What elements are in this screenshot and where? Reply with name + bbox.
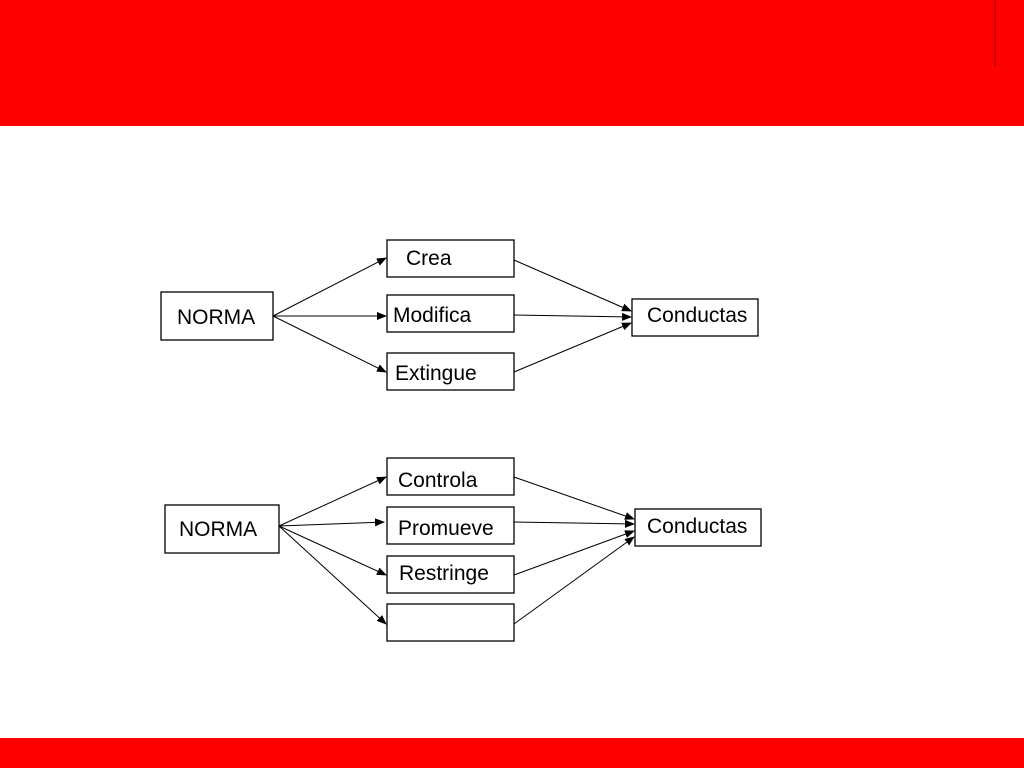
edge-norma-to-extingue [272,315,387,373]
edge-norma-to-empty [278,525,387,625]
node-middle-2: Promueve [386,506,515,545]
diagram-2: NORMA Controla Promueve Restringe Conduc… [164,457,762,642]
node-middle-2: Modifica [386,294,515,333]
node-target: Conductas [631,298,759,337]
node-middle-2-label: Promueve [398,517,494,540]
node-source-label: NORMA [179,518,257,541]
edge-norma-to-promueve [278,518,385,527]
edge-promueve-to-conductas [513,519,635,528]
edge-modifica-to-conductas [513,312,632,321]
node-middle-1: Crea [386,239,515,278]
bottom-banner [0,738,1024,768]
node-middle-3-label: Restringe [399,562,489,585]
edge-controla-to-conductas [513,476,635,520]
node-middle-3: Restringe [386,555,515,594]
node-middle-4 [386,603,515,642]
node-middle-1-label: Crea [406,247,452,270]
node-middle-2-label: Modifica [393,304,472,327]
edge-empty-to-conductas [513,536,635,625]
diagram-1: NORMA Crea Modifica Extingue Conductas [160,239,759,391]
edge-norma-to-controla [278,476,387,527]
node-target-label: Conductas [647,515,747,538]
node-target: Conductas [634,508,762,547]
node-source: NORMA [160,291,274,341]
banner-corner-line [994,0,996,66]
node-source: NORMA [164,504,280,554]
edge-extingue-to-conductas [513,322,632,373]
node-middle-3-label: Extingue [395,362,477,385]
node-target-label: Conductas [647,304,747,327]
edge-restringe-to-conductas [513,530,635,576]
node-middle-3: Extingue [386,352,515,391]
edge-norma-to-crea [272,257,387,317]
edge-crea-to-conductas [513,259,632,312]
node-middle-1: Controla [386,457,515,496]
edge-norma-to-restringe [278,525,387,576]
node-middle-1-label: Controla [398,469,478,492]
top-banner [0,0,1024,126]
node-source-label: NORMA [177,306,255,329]
